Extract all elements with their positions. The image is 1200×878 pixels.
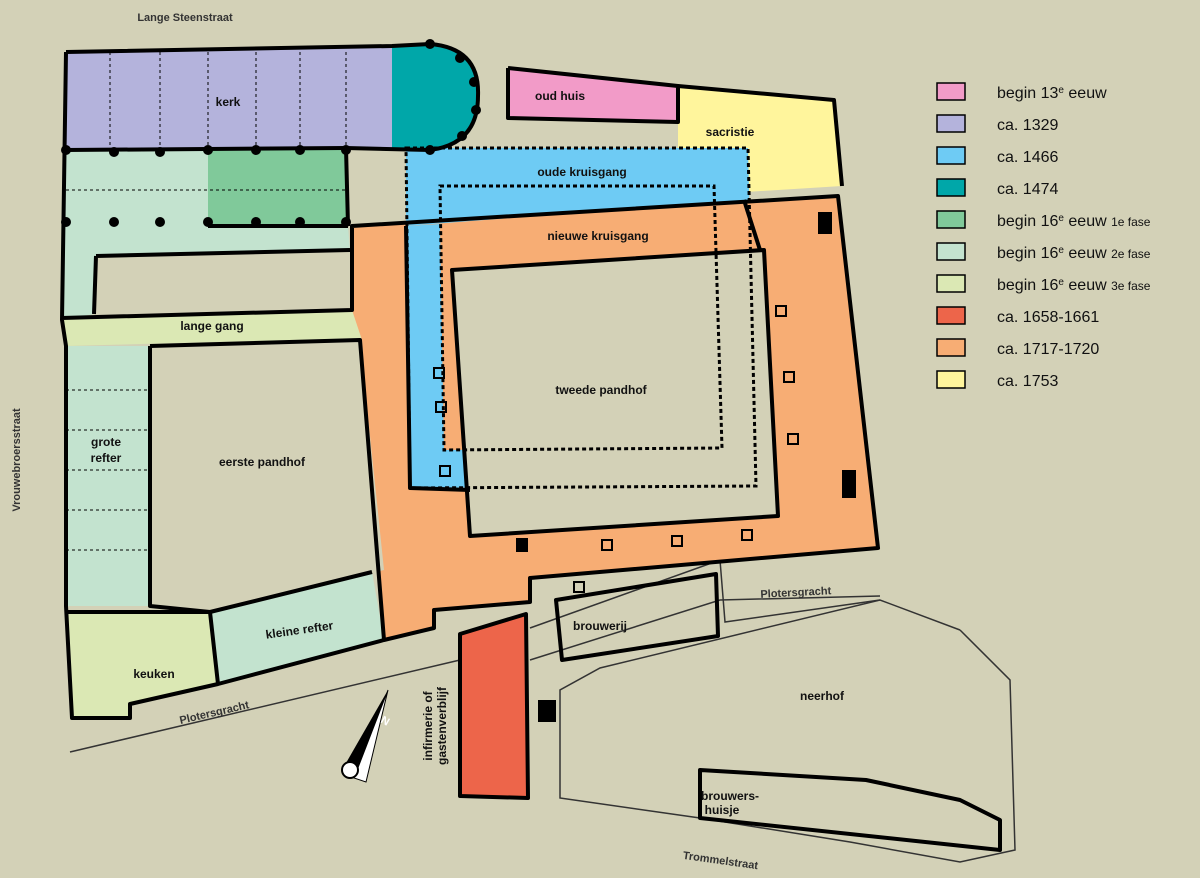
legend-swatch [936, 146, 966, 165]
legend-item: ca. 1658-1661 [936, 306, 1099, 326]
legend-item: ca. 1466 [936, 146, 1058, 166]
label-infirmerie-1: infirmerie of [421, 690, 435, 760]
stairs [516, 212, 856, 722]
legend-swatch [936, 242, 966, 261]
legend-swatch [936, 114, 966, 133]
label-brouwershuisje-2: huisje [705, 803, 740, 817]
room-labels: kerk oud huis sacristie oude kruisgang n… [91, 89, 845, 817]
label-infirmerie-2: gastenverblijf [435, 686, 449, 765]
label-keuken: keuken [133, 667, 174, 681]
label-brouwershuisje-1: brouwers- [701, 789, 759, 803]
street-plotersgracht-left: Plotersgracht [178, 699, 250, 727]
lange-gang-area [62, 310, 364, 346]
legend-label: ca. 1329 [997, 117, 1058, 134]
interior-lines [66, 52, 347, 551]
old-cloister-outline [404, 146, 758, 490]
street-plotersgracht-right: Plotersgracht [760, 585, 832, 601]
fase1-area [208, 148, 348, 226]
legend-swatch [936, 210, 966, 229]
legend-label: begin 16e eeuw 2e fase [997, 245, 1151, 263]
fase2-area [62, 150, 350, 320]
label-oud-huis: oud huis [535, 89, 585, 103]
legend-item: ca. 1717-1720 [936, 338, 1099, 358]
legend-item: ca. 1474 [936, 178, 1058, 198]
legend-item: begin 16e eeuw 1e fase [936, 210, 1151, 231]
label-neerhof: neerhof [800, 689, 845, 703]
label-kerk: kerk [216, 95, 241, 109]
label-tweede-pandhof: tweede pandhof [555, 383, 647, 397]
street-lange-steenstraat: Lange Steenstraat [137, 12, 233, 24]
legend-label: begin 16e eeuw 1e fase [997, 213, 1151, 231]
koor-area [392, 44, 479, 150]
columns [61, 39, 481, 227]
legend-label: begin 16e eeuw 3e fase [997, 277, 1151, 295]
label-nieuwe-kruisgang: nieuwe kruisgang [547, 229, 648, 243]
street-vrouwebroersstraat: Vrouwebroersstraat [11, 408, 23, 512]
legend-label: ca. 1753 [997, 373, 1058, 390]
label-grote-refter-1: grote [91, 435, 121, 449]
kerk-area [66, 46, 392, 150]
label-eerste-pandhof: eerste pandhof [219, 455, 306, 469]
legend-swatch [936, 370, 966, 389]
legend-label: ca. 1466 [997, 149, 1058, 166]
legend: begin 13e eeuw ca. 1329 ca. 1466 ca. 1474 be… [936, 82, 1151, 390]
label-brouwerij: brouwerij [573, 619, 627, 633]
compass-icon: N [341, 689, 391, 783]
legend-item: begin 16e eeuw 3e fase [936, 274, 1151, 295]
legend-label: ca. 1474 [997, 181, 1058, 198]
kleine-refter-area [210, 572, 384, 684]
legend-label: begin 13e eeuw [997, 85, 1107, 103]
legend-item: begin 13e eeuw [936, 82, 1107, 103]
legend-label: ca. 1658-1661 [997, 309, 1099, 326]
street-trommelstraat: Trommelstraat [682, 850, 759, 872]
label-grote-refter-2: refter [91, 451, 122, 465]
legend-swatch [936, 82, 966, 101]
legend-swatch [936, 338, 966, 357]
legend-swatch [936, 274, 966, 293]
label-sacristie: sacristie [706, 125, 755, 139]
legend-item: ca. 1753 [936, 370, 1058, 390]
grote-refter-area [66, 346, 150, 606]
legend-item: begin 16e eeuw 2e fase [936, 242, 1151, 263]
infirmerie-area [460, 614, 528, 798]
legend-swatch [936, 306, 966, 325]
legend-swatch [936, 178, 966, 197]
label-lange-gang: lange gang [180, 319, 243, 333]
eerste-pandhof-area [150, 340, 384, 612]
legend-item: ca. 1329 [936, 114, 1058, 134]
pandhof-inner [452, 250, 778, 536]
legend-label: ca. 1717-1720 [997, 341, 1099, 358]
fireplaces [433, 305, 799, 593]
label-oude-kruisgang: oude kruisgang [537, 165, 626, 179]
